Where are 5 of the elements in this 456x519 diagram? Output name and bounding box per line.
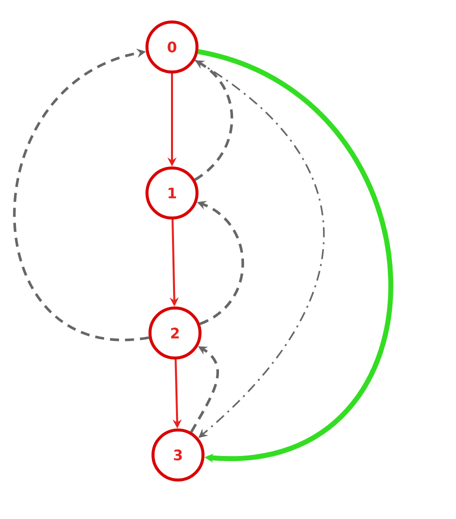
arrow (194, 60, 324, 438)
arrow (13, 48, 149, 340)
arrow (190, 346, 219, 433)
arrow (197, 49, 394, 463)
arrow (194, 60, 234, 181)
